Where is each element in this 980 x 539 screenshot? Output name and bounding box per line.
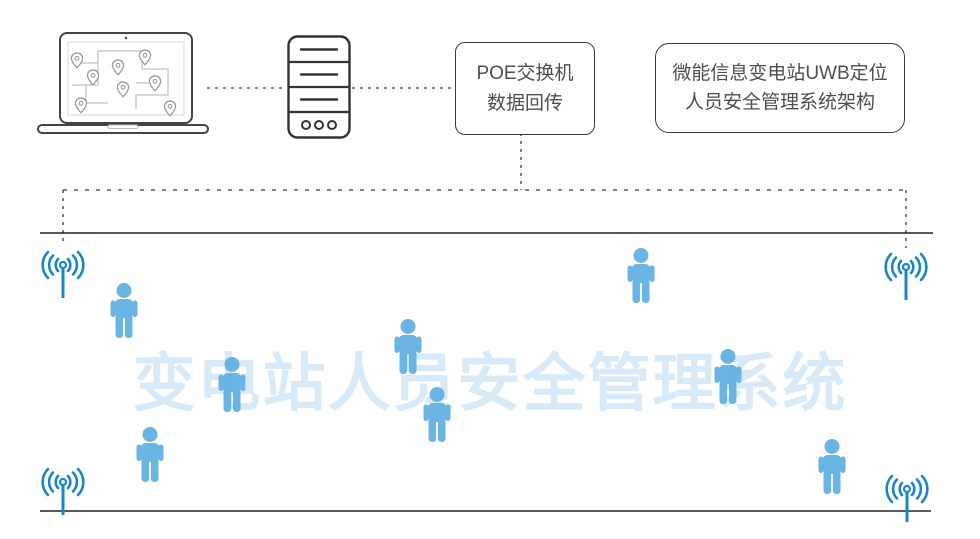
- laptop-with-map-icon: [37, 32, 209, 134]
- uwb-anchor-antenna-icon-bottom-right: [885, 474, 929, 522]
- person-icon: [136, 427, 164, 482]
- poe-box-line2: 数据回传: [486, 92, 563, 114]
- person-icon: [394, 319, 422, 374]
- person-icon: [818, 439, 846, 494]
- person-icon: [110, 283, 138, 338]
- uwb-anchor-antenna-icon-top-left: [41, 250, 85, 298]
- server-icon: [287, 35, 351, 139]
- person-icon: [218, 357, 246, 412]
- uwb-anchor-antenna-icon-top-right: [884, 252, 928, 300]
- laptop-camera-dot: [124, 36, 128, 40]
- system-title-box: 微能信息变电站UWB定位 人员安全管理系统架构: [655, 43, 905, 133]
- uwb-anchor-antenna-icon-bottom-left: [41, 467, 85, 515]
- title-box-line1: 微能信息变电站UWB定位: [672, 62, 888, 84]
- poe-box-line1: POE交换机: [476, 63, 574, 85]
- map-routes: [72, 50, 169, 109]
- person-icon: [423, 387, 451, 442]
- title-box-line2: 人员安全管理系统架构: [684, 92, 875, 113]
- poe-switch-box: POE交换机 数据回传: [455, 42, 595, 135]
- laptop-base-notch: [107, 124, 139, 129]
- person-icon: [714, 349, 742, 404]
- person-icon: [627, 248, 655, 303]
